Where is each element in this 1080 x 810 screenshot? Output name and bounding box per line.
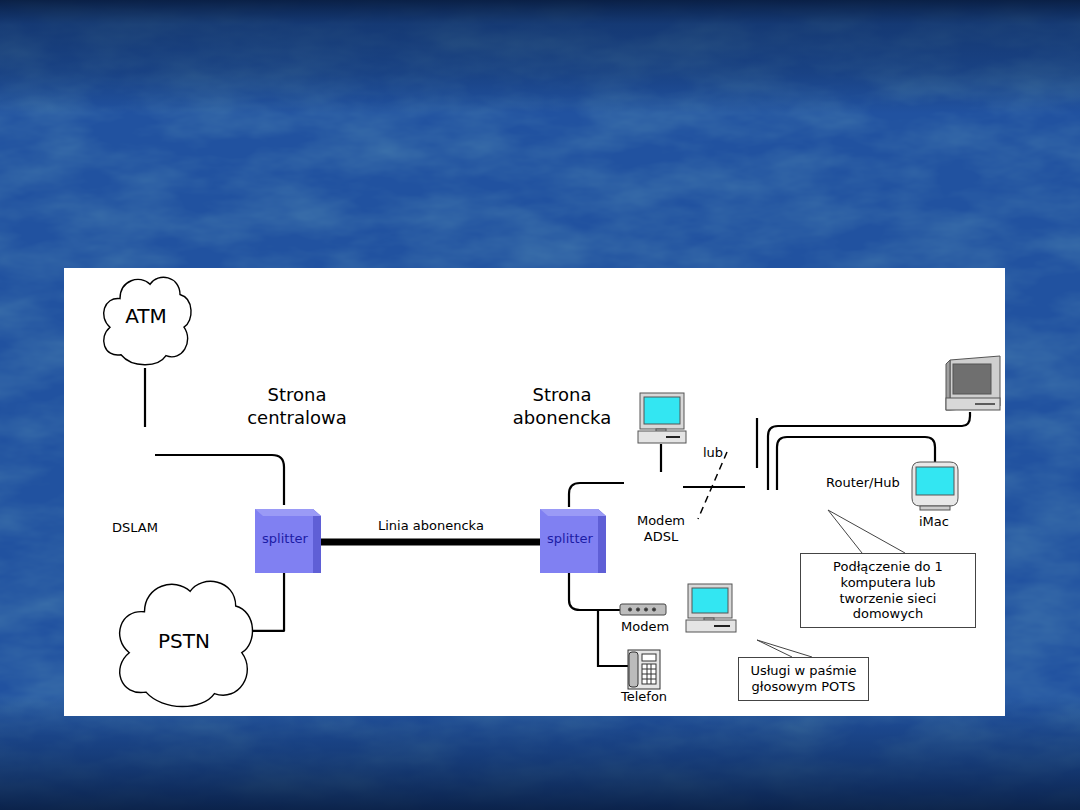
cloud-path (104, 277, 191, 364)
text-label: Strona abonencka (497, 383, 627, 430)
splitter-top (540, 509, 606, 516)
connector-line (321, 539, 540, 546)
text-label: Modem (621, 619, 681, 635)
node-text-group: splitter (547, 531, 599, 547)
node-text-group: splitter (262, 531, 314, 547)
text-label: DSLAM (112, 520, 182, 536)
splitter-box: splitter (540, 505, 606, 573)
cloud-path (120, 581, 253, 706)
node-text-group: Podłączenie do 1 komputera lub tworzenie… (809, 559, 967, 621)
text-label: Modem ADSL (630, 513, 692, 546)
splitter-top (255, 509, 321, 516)
callout-text: Usługi w paśmie głosowym POTS (747, 663, 860, 694)
pstn-cloud: PSTN (108, 568, 260, 714)
text-label: iMac (919, 514, 969, 530)
cloud-label: PSTN (158, 629, 210, 653)
atm-cloud: ATM (96, 268, 196, 370)
splitter-box: splitter (255, 505, 321, 573)
node-text-group: ATM (125, 304, 167, 334)
splitter-label: splitter (547, 531, 599, 547)
callout-text: Podłączenie do 1 komputera lub tworzenie… (809, 559, 967, 621)
splitter-front (540, 509, 598, 573)
cloud-label: ATM (125, 304, 167, 334)
node-text-group: PSTN (158, 629, 210, 653)
node-text-group: Usługi w paśmie głosowym POTS (747, 663, 860, 694)
text-label: Router/Hub (826, 475, 916, 491)
connector-label: Linia abonencka (376, 518, 486, 534)
splitter-side (598, 509, 606, 573)
splitter-front (255, 509, 313, 573)
splitter-label: splitter (262, 531, 314, 547)
text-label: Telefon (621, 689, 681, 705)
text-label: lub (703, 445, 743, 461)
splitter-side (313, 509, 321, 573)
text-label: Strona centralowa (232, 383, 362, 430)
callout-box: Usługi w paśmie głosowym POTS (738, 657, 869, 701)
callout-box: Podłączenie do 1 komputera lub tworzenie… (800, 553, 976, 628)
